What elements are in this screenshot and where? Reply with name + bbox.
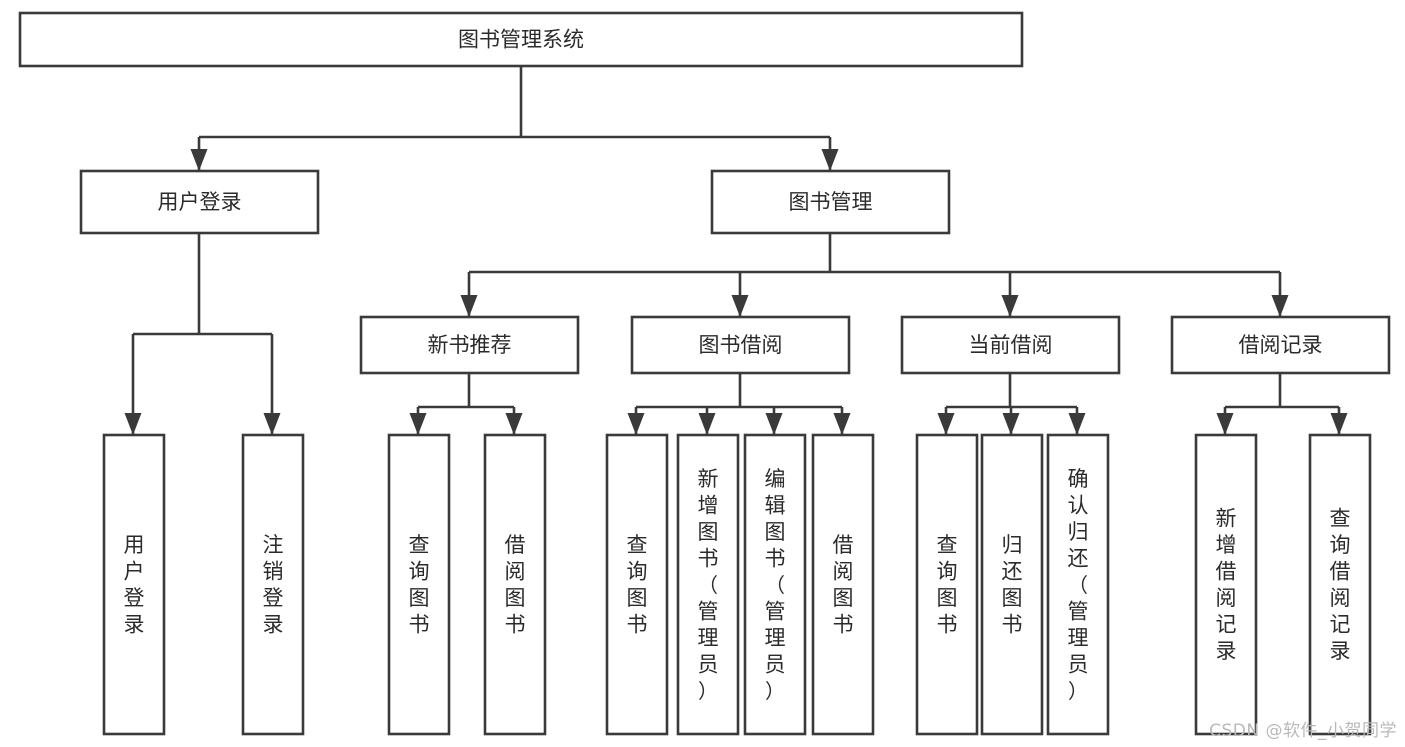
node-leaf-query-book-rec-box[interactable]: [387, 433, 451, 736]
node-leaf-return-book-box[interactable]: [980, 433, 1044, 736]
node-leaf-edit-book[interactable]: 编辑图书（管理员）: [743, 433, 807, 736]
node-book-borrow[interactable]: 图书借阅: [630, 315, 851, 375]
node-leaf-borrow-book-rec-box[interactable]: [483, 433, 547, 736]
node-leaf-add-record-label: 新增借阅记录: [1216, 507, 1237, 664]
node-leaf-confirm-return-box[interactable]: [1046, 433, 1110, 736]
connector-currentborrow-to-leaves: [937, 373, 1086, 435]
node-current-borrow[interactable]: 当前借阅: [900, 315, 1121, 375]
node-book-manage-box[interactable]: [710, 169, 951, 235]
node-leaf-return-book[interactable]: 归还图书: [980, 433, 1044, 736]
node-leaf-user-login-box[interactable]: [102, 433, 166, 736]
node-book-borrow-box[interactable]: [630, 315, 851, 375]
connector-layer: [124, 66, 1348, 435]
node-borrow-record[interactable]: 借阅记录: [1170, 315, 1391, 375]
node-leaf-query-record[interactable]: 查询借阅记录: [1308, 433, 1372, 736]
watermark-label: CSDN @软件_小贺同学: [1209, 721, 1397, 741]
node-root-system[interactable]: 图书管理系统: [18, 11, 1024, 68]
node-leaf-borrow-book-label: 借阅图书: [833, 533, 854, 637]
node-user-login-box[interactable]: [79, 169, 320, 235]
node-current-borrow-box[interactable]: [900, 315, 1121, 375]
node-leaf-user-login[interactable]: 用户登录: [102, 433, 166, 736]
node-leaf-query-book-borrow-label: 查询图书: [627, 533, 648, 637]
node-user-login[interactable]: 用户登录: [79, 169, 320, 235]
node-leaf-user-logout[interactable]: 注销登录: [241, 433, 305, 736]
node-leaf-add-book[interactable]: 新增图书（管理员）: [676, 433, 740, 736]
node-new-book-rec-box[interactable]: [359, 315, 580, 375]
node-leaf-query-book-borrow[interactable]: 查询图书: [605, 433, 669, 736]
node-borrow-record-box[interactable]: [1170, 315, 1391, 375]
node-leaf-query-book-cur-label: 查询图书: [937, 533, 958, 637]
node-book-manage-label: 图书管理: [789, 190, 873, 214]
node-root-system-label: 图书管理系统: [458, 28, 584, 52]
connector-bookmanage-to-level3: [460, 233, 1289, 317]
node-leaf-query-book-rec-label: 查询图书: [409, 533, 430, 637]
node-leaf-query-book-cur-box[interactable]: [915, 433, 979, 736]
node-leaf-query-book-rec[interactable]: 查询图书: [387, 433, 451, 736]
node-book-borrow-label: 图书借阅: [699, 333, 783, 357]
node-leaf-add-book-label: 新增图书（管理员）: [698, 467, 719, 703]
node-leaf-query-book-borrow-box[interactable]: [605, 433, 669, 736]
node-root-system-box[interactable]: [18, 11, 1024, 68]
node-borrow-record-label: 借阅记录: [1239, 333, 1323, 357]
node-leaf-edit-book-label: 编辑图书（管理员）: [765, 467, 786, 703]
node-leaf-add-record-box[interactable]: [1194, 433, 1258, 736]
node-layer: 图书管理系统用户登录图书管理新书推荐图书借阅当前借阅借阅记录用户登录注销登录查询…: [18, 11, 1391, 736]
node-leaf-query-record-label: 查询借阅记录: [1330, 507, 1351, 664]
node-leaf-borrow-book-box[interactable]: [811, 433, 875, 736]
node-leaf-add-record[interactable]: 新增借阅记录: [1194, 433, 1258, 736]
node-leaf-return-book-label: 归还图书: [1002, 533, 1023, 637]
node-book-manage[interactable]: 图书管理: [710, 169, 951, 235]
node-leaf-add-book-box[interactable]: [676, 433, 740, 736]
node-user-login-label: 用户登录: [158, 190, 242, 214]
node-leaf-user-login-label: 用户登录: [124, 533, 145, 637]
node-leaf-confirm-return-label: 确认归还（管理员）: [1068, 467, 1089, 703]
node-new-book-rec[interactable]: 新书推荐: [359, 315, 580, 375]
connector-userlogin-to-leaves: [124, 233, 281, 435]
connector-borrowrecord-to-leaves: [1216, 373, 1348, 435]
node-leaf-user-logout-box[interactable]: [241, 433, 305, 736]
node-leaf-borrow-book-rec-label: 借阅图书: [505, 533, 526, 637]
node-leaf-confirm-return[interactable]: 确认归还（管理员）: [1046, 433, 1110, 736]
node-leaf-edit-book-box[interactable]: [743, 433, 807, 736]
node-current-borrow-label: 当前借阅: [969, 333, 1053, 357]
connector-newbookrec-to-leaves: [409, 373, 523, 435]
connector-root-to-level2: [190, 66, 839, 171]
node-leaf-borrow-book[interactable]: 借阅图书: [811, 433, 875, 736]
node-leaf-borrow-book-rec[interactable]: 借阅图书: [483, 433, 547, 736]
connector-bookborrow-to-leaves: [627, 373, 851, 435]
node-leaf-query-book-cur[interactable]: 查询图书: [915, 433, 979, 736]
node-leaf-user-logout-label: 注销登录: [263, 533, 284, 637]
node-new-book-rec-label: 新书推荐: [428, 333, 512, 357]
node-leaf-query-record-box[interactable]: [1308, 433, 1372, 736]
